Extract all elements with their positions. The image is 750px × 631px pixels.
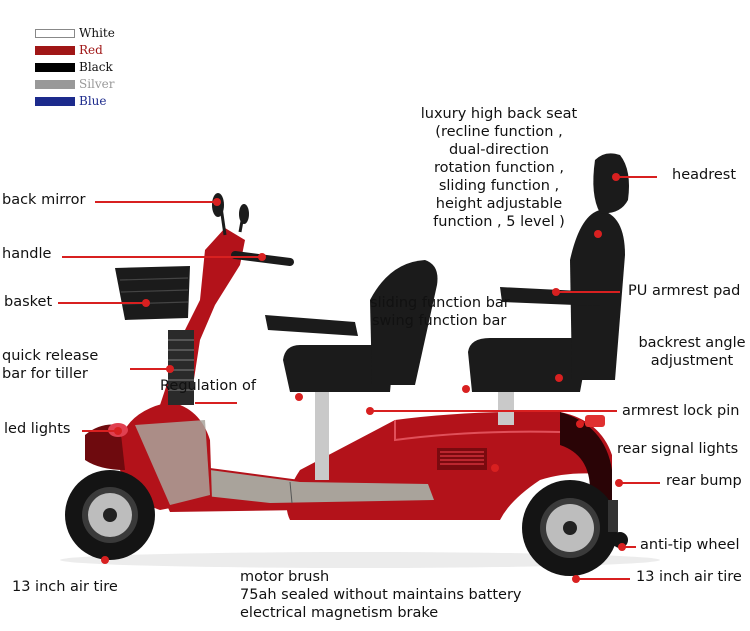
seat-line: sliding function , [438,178,560,194]
marker-dot [114,427,122,435]
label-rear-signal-lights: rear signal lights [617,441,739,457]
legend-label: White [79,26,115,40]
label-armrest-lock-pin: armrest lock pin [622,403,740,419]
seat-line: rotation function , [434,160,564,176]
marker-dot [213,198,221,206]
label-rear-tire: 13 inch air tire [636,569,742,585]
bottom-line: motor brush [240,569,330,585]
red-swatch [35,46,75,55]
legend-label: Blue [79,94,107,108]
label-front-tire: 13 inch air tire [12,579,118,595]
seat-line: height adjustable [435,196,563,212]
legend-label: Black [79,60,113,74]
leader-line [624,546,636,548]
label-headrest: headrest [672,167,737,183]
seat-line: dual-direction [448,142,550,158]
label-anti-tip-wheel: anti-tip wheel [640,537,740,553]
backrest-line: adjustment [650,353,734,369]
seat-line: luxury high back seat [420,106,578,122]
marker-dot [555,374,563,382]
marker-dot [491,464,499,472]
label-led-lights: led lights [4,421,71,437]
leader-line [95,201,215,203]
marker-dot [101,556,109,564]
silver-swatch [35,80,75,89]
white-swatch [35,29,75,38]
marker-dot [576,420,584,428]
leader-line [578,578,630,580]
label-swing-function-bar: swing function bar [372,313,507,329]
label-back-mirror: back mirror [2,192,86,208]
seat-line: function , 5 level ) [433,214,565,230]
leader-line [556,291,620,293]
label-quick-release-2: bar for tiller [2,366,88,382]
legend-label: Silver [79,77,115,91]
label-basket: basket [4,294,53,310]
marker-dot [594,230,602,238]
marker-dot [615,479,623,487]
leader-line [62,256,262,258]
label-regulation: Regulation of [160,378,257,394]
marker-dot [618,543,626,551]
backrest-line: backrest angle [638,335,746,351]
leader-line [620,482,660,484]
label-backrest-angle: backrest angle adjustment [636,334,748,370]
bottom-line: electrical magnetism brake [240,605,439,621]
label-rear-bump: rear bump [666,473,742,489]
leader-line [617,176,657,178]
blue-swatch [35,97,75,106]
leader-line [58,302,146,304]
label-seat-description: luxury high back seat (recline function … [404,105,594,231]
marker-dot [612,173,620,181]
label-quick-release-1: quick release [2,348,99,364]
marker-dot [295,393,303,401]
leader-line [82,430,118,432]
leader-line [195,402,237,404]
marker-dot [572,575,580,583]
label-bottom-features: motor brush 75ah sealed without maintain… [240,568,521,622]
marker-dot [366,407,374,415]
label-pu-armrest-pad: PU armrest pad [628,283,741,299]
marker-dot [166,365,174,373]
marker-dot [258,253,266,261]
marker-dot [552,288,560,296]
leader-line [130,368,170,370]
label-handle: handle [2,246,52,262]
legend-label: Red [79,43,103,57]
label-sliding-function-bar: sliding function bar [370,295,510,311]
black-swatch [35,63,75,72]
marker-dot [142,299,150,307]
marker-dot [462,385,470,393]
bottom-line: 75ah sealed without maintains battery [240,587,522,603]
seat-line: (recline function , [435,124,563,140]
leader-line [372,410,617,412]
